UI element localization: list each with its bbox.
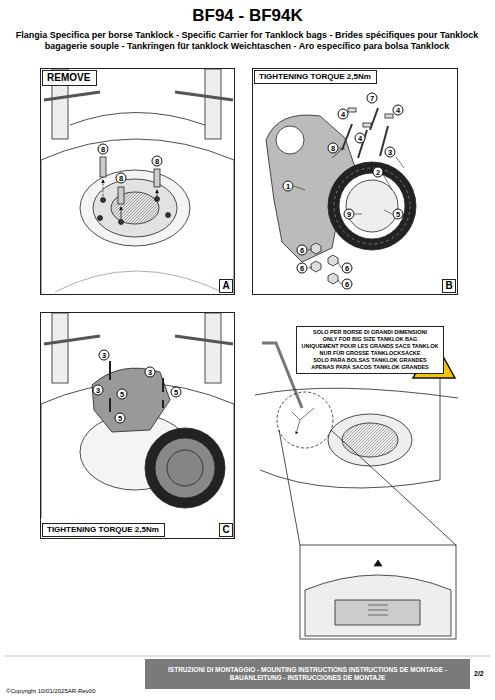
- copyright-note: ©Copyright 10/01/2025AR-Rev00: [6, 688, 95, 695]
- note-text: ISTRUZIONI DI MONTAGGIO - MOUNTING INSTR…: [151, 666, 464, 682]
- tank-view-c: [41, 313, 234, 538]
- warning-note: SOLO PER BORSE DI GRANDI DIMENSIONIONLY …: [296, 326, 444, 374]
- callout-number: 9: [344, 209, 355, 220]
- torque-tag: TIGHTENING TORQUE 2,5Nm: [42, 523, 165, 537]
- callout-number: 3: [385, 147, 396, 158]
- torque-tag: TIGHTENING TORQUE 2,5Nm: [254, 70, 377, 84]
- note-text: NUR FÜR GROSSE TANKLOCKSÄCKE: [301, 350, 439, 357]
- callout-number: 4: [355, 133, 366, 144]
- note-text: UNIQUEMENT POUR LES GRANDS SACS TANKLOK: [301, 343, 439, 350]
- subtitle: Flangia Specifica per borse Tanklock - S…: [8, 30, 486, 51]
- leader-lines-b: [294, 148, 404, 284]
- instruction-tag: REMOVE: [42, 70, 97, 86]
- note-text: TIGHTENING TORQUE 2,5Nm: [47, 525, 160, 535]
- callout-number: 8: [152, 156, 163, 167]
- callout-number: 6: [342, 263, 353, 274]
- callout-number: 8: [116, 173, 127, 184]
- footer-band: ISTRUZIONI DI MONTAGGIO - MOUNTING INSTR…: [145, 659, 470, 689]
- footer-rule: [5, 656, 490, 657]
- callout-number: 8: [98, 144, 109, 155]
- note-text: APENAS PARA SACOS TANKLOK GRANDES: [301, 364, 439, 371]
- page-number: 2/2: [474, 670, 484, 678]
- note-text: ONLY FOR BIG SIZE TANKLOK BAG: [301, 336, 439, 343]
- step-panel: C TIGHTENING TORQUE 2,5Nm: [40, 312, 235, 539]
- callout-number: 6: [342, 279, 353, 290]
- callout-number: 4: [338, 109, 349, 120]
- callout-number: 7: [367, 93, 378, 104]
- big-bag-detail: [255, 330, 458, 639]
- step-letter: B: [442, 279, 456, 293]
- callout-number: 6: [297, 245, 308, 256]
- callout-number: 3: [93, 385, 104, 396]
- callout-number: 8: [328, 143, 339, 154]
- step-panel: A REMOVE: [40, 68, 235, 295]
- note-text: REMOVE: [47, 72, 92, 84]
- note-text: SOLO PER BORSE DI GRANDI DIMENSIONI: [301, 329, 439, 336]
- note-text: SOLO PARA BOLSAS TANKLOK GRANDES: [301, 357, 439, 364]
- callout-number: 5: [115, 413, 126, 424]
- callout-number: 5: [393, 209, 404, 220]
- note-text: TIGHTENING TORQUE 2,5Nm: [259, 72, 372, 82]
- step-letter: C: [219, 523, 233, 537]
- callout-number: 3: [99, 350, 110, 361]
- callout-number: 5: [171, 387, 182, 398]
- flange-exploded-view: [266, 108, 416, 284]
- tank-view-a: [41, 69, 234, 295]
- callout-number: 6: [297, 263, 308, 274]
- callout-number: 4: [393, 105, 404, 116]
- callout-number: 5: [117, 389, 128, 400]
- callout-number: 2: [373, 167, 384, 178]
- step-letter: A: [219, 279, 233, 293]
- callout-number: 1: [283, 181, 294, 192]
- callout-number: 3: [145, 367, 156, 378]
- page-title: BF94 - BF94K: [0, 6, 495, 26]
